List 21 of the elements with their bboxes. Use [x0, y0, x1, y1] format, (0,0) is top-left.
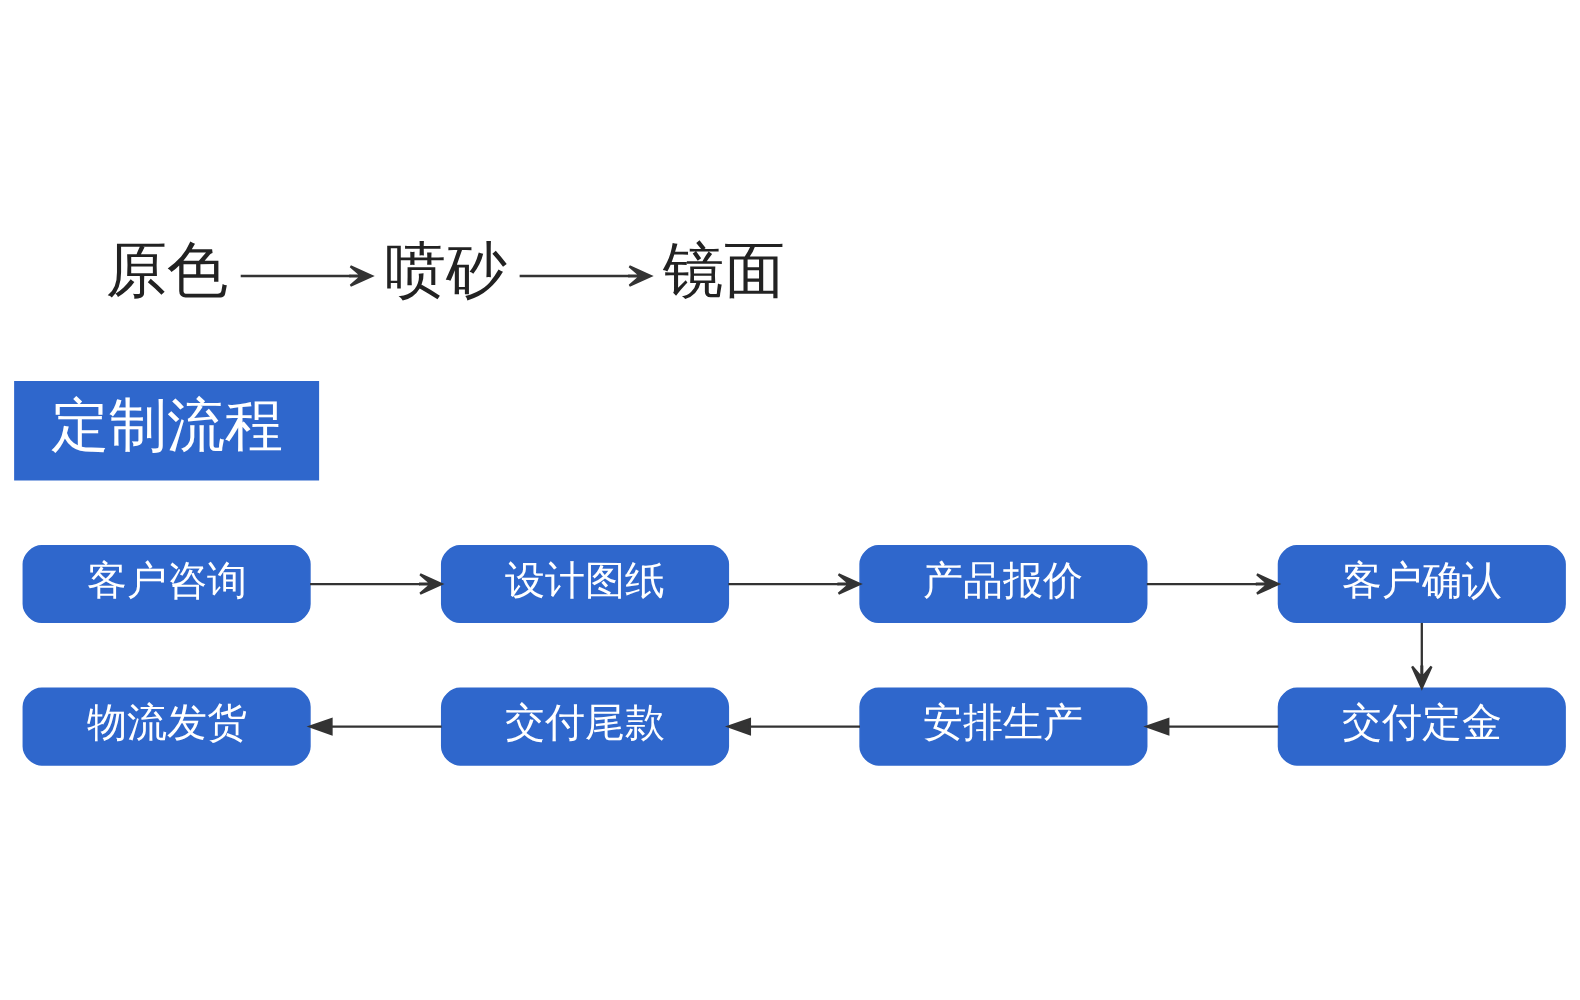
- arrow: [240, 264, 374, 287]
- arrow: [306, 716, 442, 736]
- arrow: [728, 572, 862, 595]
- node-box: 物流发货: [22, 686, 311, 766]
- arrow: [1143, 716, 1279, 736]
- node-box: 安排生产: [859, 686, 1148, 766]
- node-text: 原色: [105, 233, 228, 305]
- arrow: [724, 716, 860, 736]
- node-text: 镜面: [663, 233, 786, 305]
- node-text: 喷砂: [384, 233, 507, 305]
- node-box: 交付定金: [1277, 686, 1566, 766]
- node-box: 客户确认: [1277, 544, 1566, 623]
- node-box: 设计图纸: [440, 544, 730, 623]
- node-box: 交付尾款: [440, 686, 730, 766]
- arrow: [1146, 572, 1280, 595]
- arrow: [519, 264, 652, 287]
- arrow: [310, 572, 443, 595]
- node-box: 定制流程: [14, 380, 320, 481]
- node-box: 客户咨询: [22, 544, 311, 623]
- arrow: [1411, 622, 1433, 689]
- node-box: 产品报价: [859, 544, 1148, 623]
